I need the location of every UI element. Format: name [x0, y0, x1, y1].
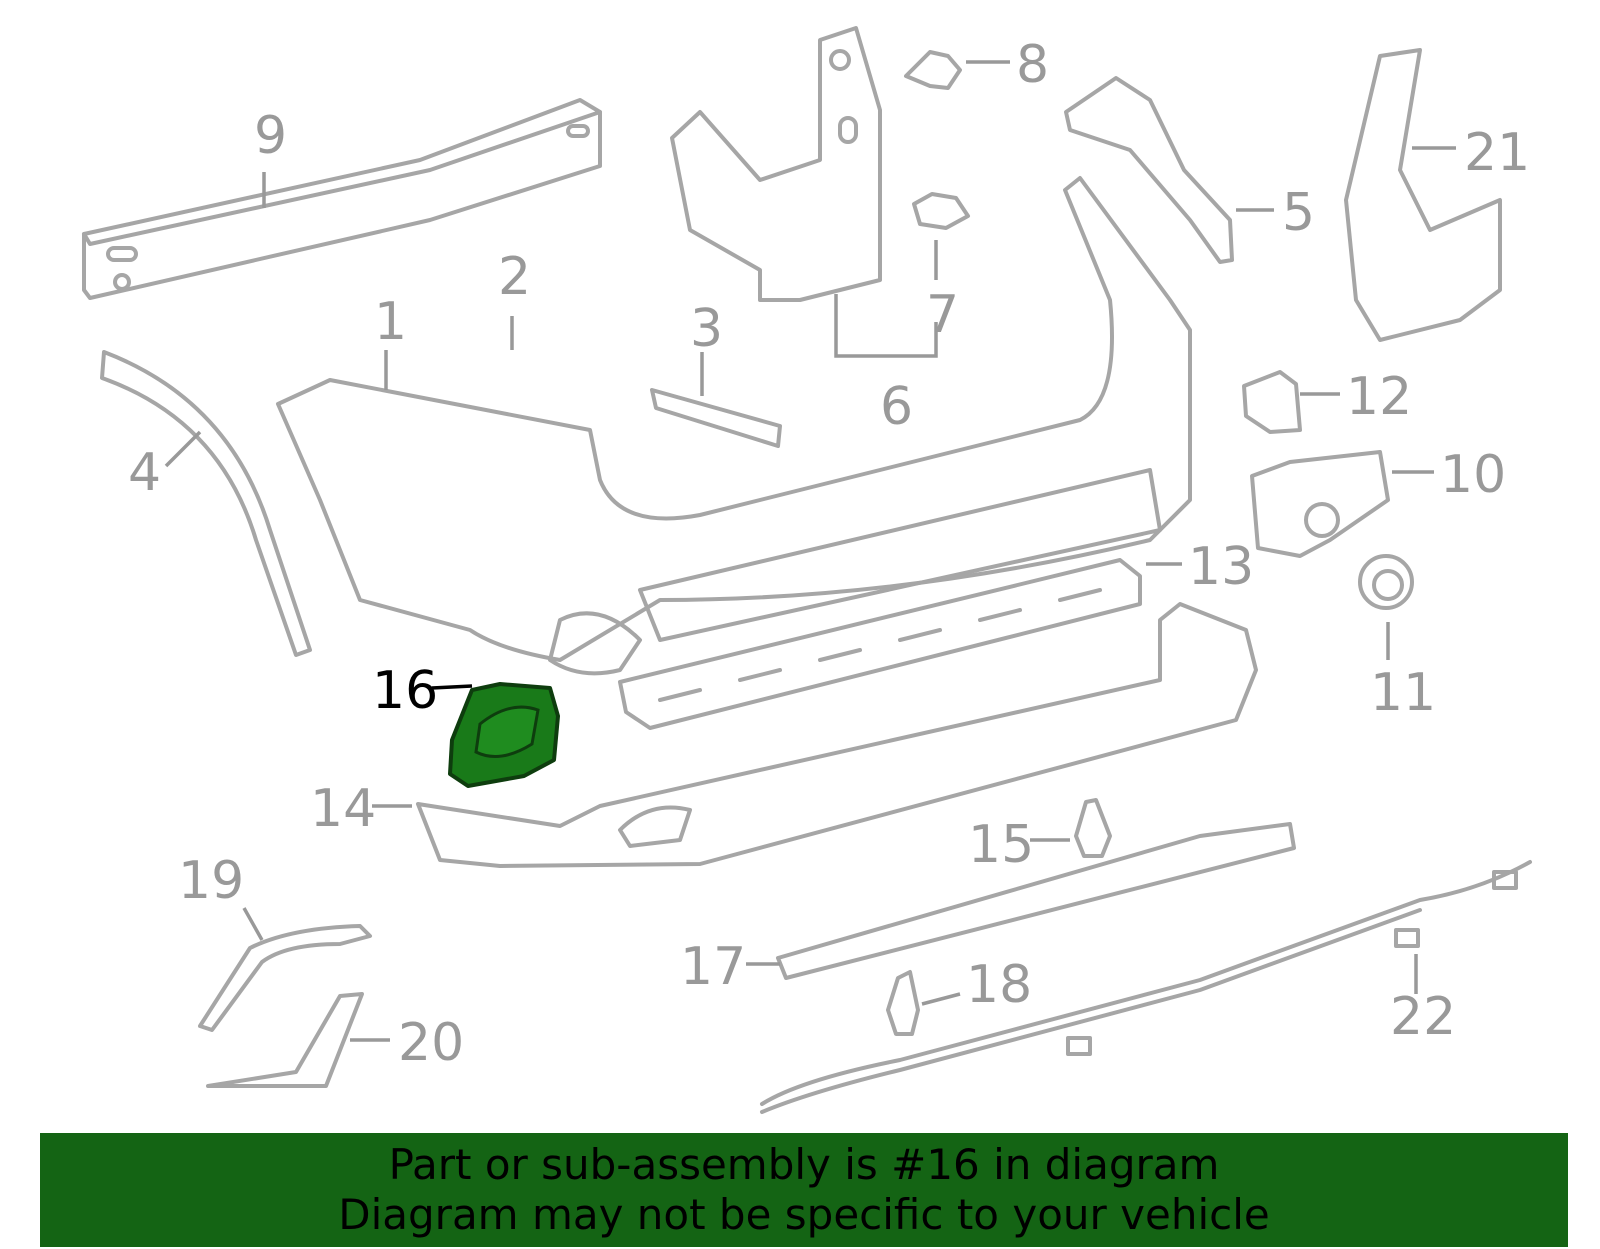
leader-16	[431, 684, 473, 690]
part-13-energy-absorber	[618, 558, 1142, 730]
callout-7: 7	[926, 285, 959, 345]
leader-18	[921, 992, 961, 1006]
leader-4	[164, 430, 202, 468]
part-8-clip	[904, 50, 962, 90]
callout-22: 22	[1390, 987, 1456, 1047]
callout-9: 9	[254, 106, 287, 166]
part-15-clip	[1074, 798, 1112, 858]
leader-19	[242, 907, 264, 941]
part-18-clip	[886, 970, 920, 1036]
callout-2: 2	[498, 247, 531, 307]
callout-18: 18	[966, 955, 1032, 1015]
banner-line-1: Part or sub-assembly is #16 in diagram	[388, 1140, 1220, 1189]
info-banner: Part or sub-assembly is #16 in diagram D…	[40, 1133, 1568, 1247]
part-10-sensor-housing	[1250, 450, 1390, 558]
part-11-sensor	[1358, 554, 1414, 610]
callout-4: 4	[128, 443, 161, 503]
callout-1: 1	[374, 292, 407, 352]
callout-20: 20	[398, 1013, 464, 1073]
part-7-clip	[912, 192, 970, 230]
callout-17: 17	[680, 937, 746, 997]
callout-14: 14	[310, 779, 376, 839]
part-4-arch-molding	[100, 350, 312, 657]
part-3-strip	[650, 388, 782, 448]
callout-21: 21	[1464, 123, 1530, 183]
part-6-bracket	[670, 26, 882, 302]
leader-lines	[164, 60, 1456, 1042]
part-17-lower-strip	[776, 822, 1296, 980]
callout-11: 11	[1370, 663, 1436, 723]
part-22-wiring-harness	[760, 860, 1532, 1114]
callout-6: 6	[880, 377, 913, 437]
part-1-bumper-cover	[276, 176, 1192, 676]
callout-5: 5	[1282, 183, 1315, 243]
part-14-lower-valance	[416, 602, 1258, 868]
part-19-trim	[198, 924, 372, 1032]
callout-16: 16	[372, 661, 438, 721]
callout-12: 12	[1346, 367, 1412, 427]
part-5-side-bracket	[1064, 76, 1234, 264]
callout-19: 19	[178, 851, 244, 911]
callout-8: 8	[1016, 35, 1049, 95]
callout-3: 3	[690, 299, 723, 359]
part-12-sensor-cover	[1242, 370, 1302, 434]
part-20-trim	[206, 992, 364, 1088]
part-16-highlighted-housing	[448, 682, 560, 788]
callout-13: 13	[1188, 537, 1254, 597]
callout-15: 15	[968, 815, 1034, 875]
callouts: 9 1 2 3 4 6 7 8 5 21 12 10 11 13 16 14 1…	[128, 35, 1530, 1073]
leader-6	[834, 294, 938, 358]
part-21-mud-flap	[1344, 48, 1502, 342]
banner-line-2: Diagram may not be specific to your vehi…	[338, 1190, 1270, 1239]
callout-10: 10	[1440, 445, 1506, 505]
part-9-reinforcement-beam	[82, 98, 602, 300]
